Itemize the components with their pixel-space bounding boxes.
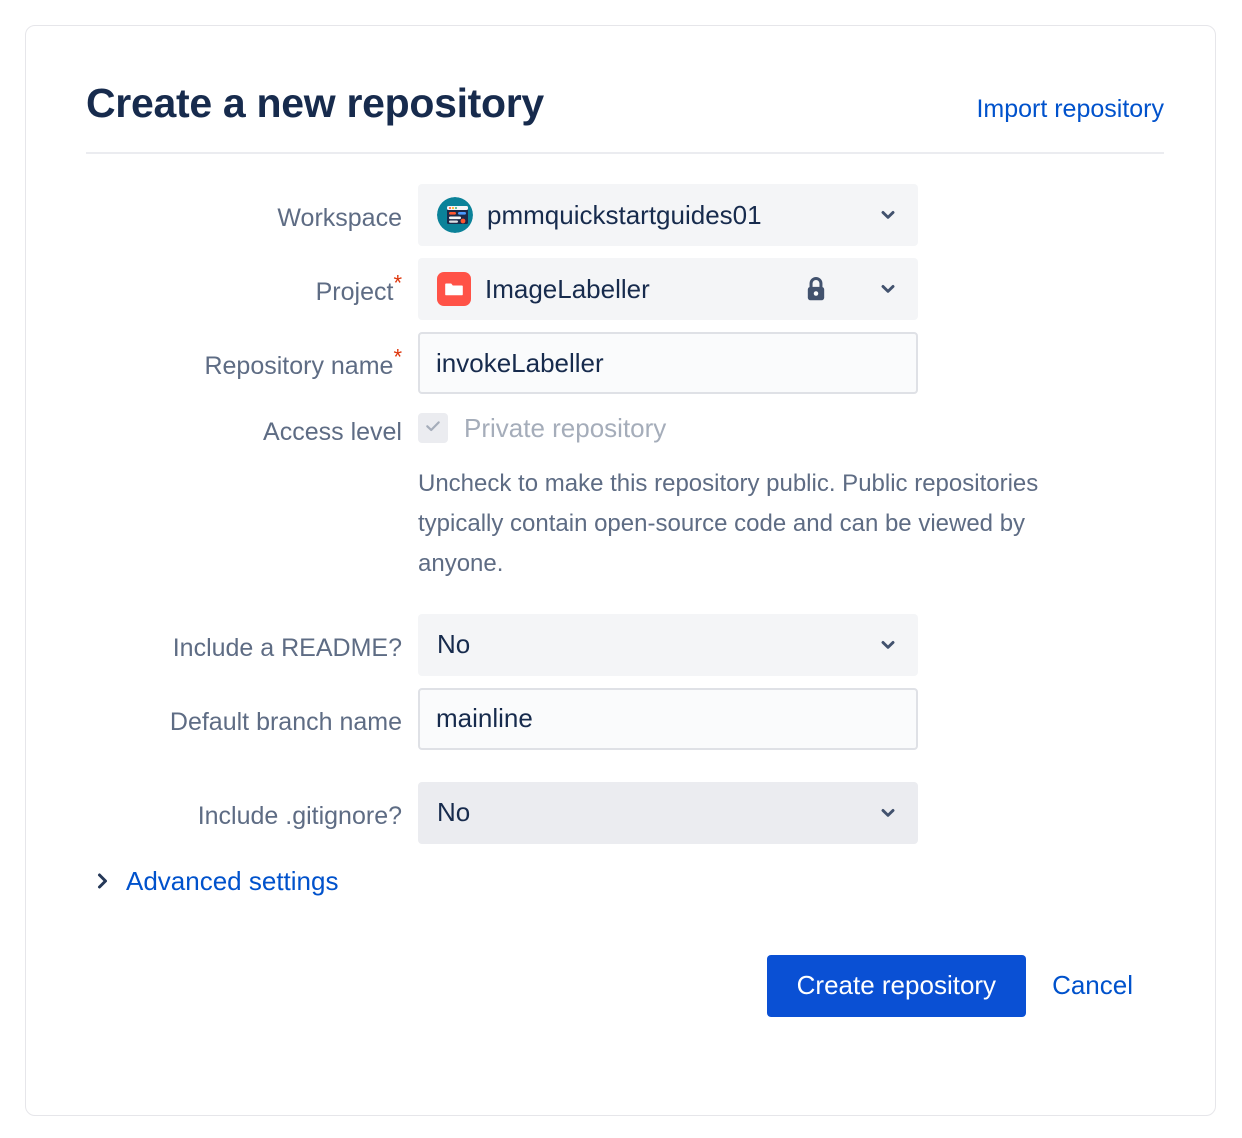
access-level-field: Private repository Uncheck to make this …	[418, 406, 1164, 583]
include-readme-value: No	[437, 629, 471, 660]
create-repository-button[interactable]: Create repository	[766, 954, 1027, 1017]
advanced-settings-toggle[interactable]: Advanced settings	[94, 866, 338, 897]
chevron-down-icon	[877, 204, 899, 226]
default-branch-field	[418, 687, 1164, 750]
create-repository-card: Create a new repository Import repositor…	[25, 25, 1216, 1116]
form-row-repository-name: Repository name*	[86, 332, 1164, 395]
form-row-access-level: Access level Private repository	[86, 406, 1164, 583]
workspace-label: Workspace	[277, 204, 402, 233]
workspace-field: pmmquickstartguides01	[418, 184, 1164, 247]
advanced-settings-label: Advanced settings	[126, 865, 339, 896]
form-row-include-readme: Include a README? No	[86, 613, 1164, 676]
workspace-avatar-icon	[437, 197, 473, 234]
workspace-value: pmmquickstartguides01	[487, 199, 762, 230]
form-row-include-gitignore: Include .gitignore? No	[86, 781, 1164, 844]
include-gitignore-label: Include .gitignore?	[197, 801, 402, 830]
project-value: ImageLabeller	[485, 273, 650, 304]
default-branch-input[interactable]	[418, 687, 918, 750]
repository-name-label-wrapper: Repository name*	[86, 332, 418, 382]
include-gitignore-select[interactable]: No	[418, 781, 918, 844]
form-actions: Create repository Cancel	[86, 954, 1164, 1017]
include-gitignore-field: No	[418, 781, 1164, 844]
repository-name-required-mark: *	[393, 344, 402, 370]
default-branch-label: Default branch name	[169, 707, 402, 736]
private-repository-checkbox[interactable]	[418, 413, 448, 444]
include-gitignore-label-wrapper: Include .gitignore?	[86, 782, 418, 832]
form-row-workspace: Workspace	[86, 184, 1164, 247]
workspace-label-wrapper: Workspace	[86, 184, 418, 234]
private-repository-checkbox-row[interactable]: Private repository	[418, 406, 1164, 450]
workspace-select[interactable]: pmmquickstartguides01	[418, 184, 918, 247]
include-readme-label: Include a README?	[172, 633, 402, 662]
include-readme-field: No	[418, 613, 1164, 676]
repository-name-field	[418, 332, 1164, 395]
chevron-down-icon	[877, 802, 899, 824]
project-required-mark: *	[393, 270, 402, 296]
card-inner: Create a new repository Import repositor…	[86, 80, 1164, 1017]
include-readme-label-wrapper: Include a README?	[86, 614, 418, 664]
chevron-down-icon	[877, 278, 899, 300]
create-repository-form: Workspace	[86, 184, 1164, 1017]
project-label-wrapper: Project*	[86, 258, 418, 308]
project-select[interactable]: ImageLabeller	[418, 258, 918, 321]
include-gitignore-value: No	[437, 797, 471, 828]
access-level-label-wrapper: Access level	[86, 406, 418, 448]
lock-icon	[803, 275, 829, 303]
form-row-default-branch: Default branch name	[86, 687, 1164, 750]
chevron-down-icon	[877, 634, 899, 656]
import-repository-link[interactable]: Import repository	[976, 95, 1164, 123]
page-title: Create a new repository	[86, 80, 544, 126]
private-repository-label: Private repository	[464, 412, 667, 443]
form-row-project: Project* ImageLabeller	[86, 258, 1164, 321]
repository-name-input[interactable]	[418, 332, 918, 395]
project-label: Project	[315, 278, 394, 307]
access-level-label: Access level	[263, 418, 402, 447]
project-folder-icon	[437, 272, 471, 307]
cancel-button[interactable]: Cancel	[1048, 970, 1137, 1001]
default-branch-label-wrapper: Default branch name	[86, 688, 418, 738]
project-field: ImageLabeller	[418, 258, 1164, 321]
repository-name-label: Repository name	[204, 352, 394, 381]
card-header: Create a new repository Import repositor…	[86, 80, 1164, 155]
chevron-right-icon	[94, 869, 112, 893]
include-readme-select[interactable]: No	[418, 613, 918, 676]
checkmark-icon	[423, 416, 443, 441]
access-level-help-text: Uncheck to make this repository public. …	[418, 470, 1039, 577]
